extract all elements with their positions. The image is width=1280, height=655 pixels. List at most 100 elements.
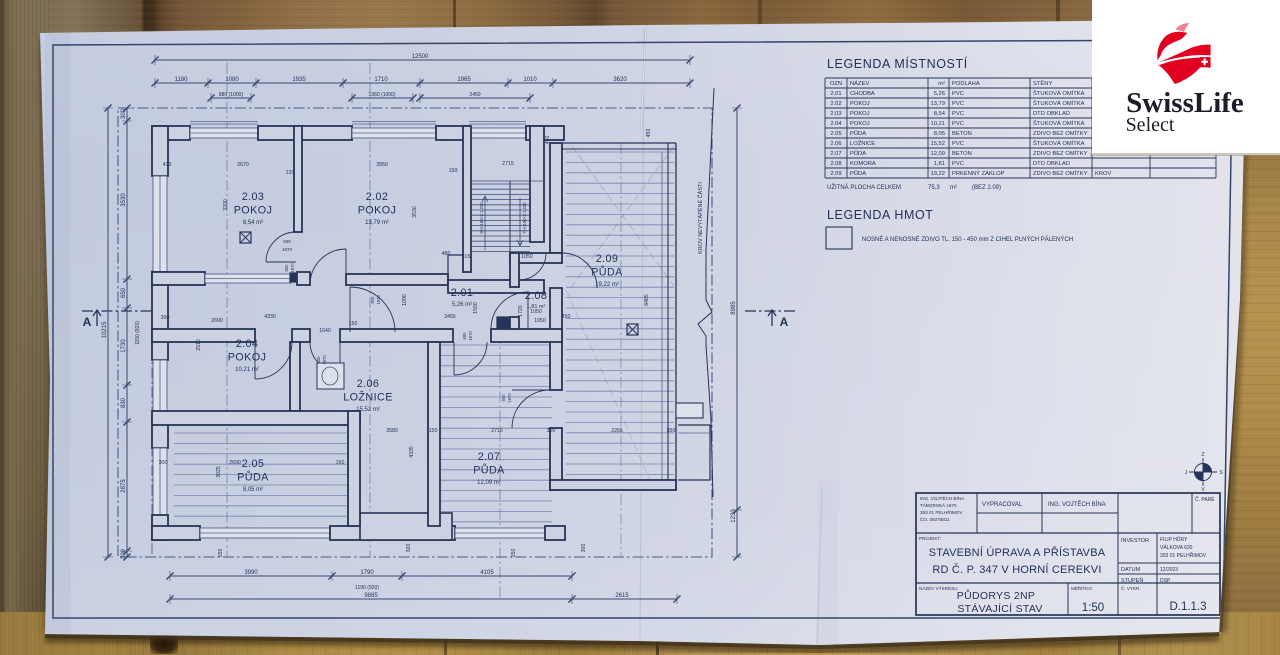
- svg-text:KROV NEVYTÁPĚNÉ ČÁSTI: KROV NEVYTÁPĚNÉ ČÁSTI: [696, 182, 704, 254]
- svg-text:19,22: 19,22: [930, 171, 945, 177]
- svg-text:2875: 2875: [121, 479, 127, 493]
- svg-text:PŮDA: PŮDA: [591, 266, 623, 279]
- svg-text:RD Č. P. 347 V HORNÍ CEREKVI: RD Č. P. 347 V HORNÍ CEREKVI: [932, 563, 1101, 576]
- svg-text:OZN: OZN: [830, 81, 842, 87]
- svg-text:75,3: 75,3: [928, 185, 940, 191]
- svg-text:150: 150: [349, 321, 358, 327]
- svg-text:VÁLKOVA 630: VÁLKOVA 630: [1160, 544, 1193, 551]
- svg-text:Č. PARÉ: Č. PARÉ: [1195, 496, 1215, 503]
- svg-text:915: 915: [462, 254, 471, 260]
- svg-text:J: J: [1185, 470, 1188, 476]
- svg-text:2.01: 2.01: [830, 91, 841, 97]
- svg-text:1970: 1970: [507, 393, 512, 403]
- svg-text:LOŽNICE: LOŽNICE: [343, 391, 393, 404]
- svg-text:A: A: [83, 315, 92, 329]
- svg-text:LEGENDA HMOT: LEGENDA HMOT: [827, 208, 934, 222]
- svg-text:9885: 9885: [364, 593, 378, 599]
- svg-text:2.08: 2.08: [830, 161, 841, 167]
- svg-text:8,54 m²: 8,54 m²: [243, 220, 263, 226]
- svg-text:450: 450: [562, 314, 571, 320]
- svg-text:800: 800: [284, 264, 289, 272]
- svg-text:2.04: 2.04: [830, 121, 842, 127]
- svg-text:10,21 m²: 10,21 m²: [235, 367, 259, 373]
- svg-text:800: 800: [501, 394, 506, 402]
- svg-text:1050: 1050: [530, 309, 542, 315]
- svg-text:FILIP HŮRY: FILIP HŮRY: [1160, 536, 1188, 543]
- svg-text:3580: 3580: [386, 428, 398, 434]
- svg-text:Z: Z: [1201, 452, 1204, 458]
- svg-text:3950: 3950: [376, 162, 388, 168]
- svg-text:1935: 1935: [292, 77, 306, 83]
- svg-text:2.05: 2.05: [242, 458, 265, 470]
- svg-text:1230: 1230: [731, 509, 737, 523]
- svg-text:POKOJ: POKOJ: [228, 352, 267, 364]
- svg-text:1,81 m²: 1,81 m²: [527, 304, 546, 310]
- svg-text:STĚNY: STĚNY: [1033, 79, 1052, 87]
- svg-text:PROJEKT:: PROJEKT:: [919, 536, 941, 541]
- svg-text:PODLAHA: PODLAHA: [952, 81, 980, 87]
- svg-text:PŮDA: PŮDA: [237, 471, 269, 484]
- svg-text:POKOJ: POKOJ: [358, 205, 397, 217]
- svg-text:13,79 m²: 13,79 m²: [365, 220, 389, 226]
- svg-text:2670: 2670: [237, 162, 249, 168]
- svg-text:2.09: 2.09: [596, 253, 619, 265]
- svg-text:830: 830: [121, 397, 127, 408]
- svg-text:2.03: 2.03: [242, 191, 265, 203]
- svg-text:2450: 2450: [469, 92, 480, 98]
- svg-text:1970: 1970: [376, 295, 381, 305]
- svg-text:ČO. 09376811: ČO. 09376811: [920, 516, 950, 522]
- svg-text:1970: 1970: [322, 355, 327, 365]
- svg-text:1:50: 1:50: [1082, 602, 1104, 614]
- svg-text:300: 300: [159, 460, 168, 466]
- svg-text:1970: 1970: [290, 263, 295, 273]
- svg-text:2715: 2715: [502, 161, 514, 167]
- svg-text:600: 600: [283, 239, 291, 244]
- svg-text:(BEZ 2.09): (BEZ 2.09): [972, 185, 1001, 191]
- svg-text:BETON: BETON: [952, 151, 972, 157]
- svg-text:2615: 2615: [615, 593, 629, 599]
- svg-text:1500: 1500: [473, 302, 479, 314]
- svg-text:300: 300: [406, 544, 412, 553]
- svg-text:1050: 1050: [534, 318, 546, 324]
- svg-text:ZDIVO BEZ OMÍTKY: ZDIVO BEZ OMÍTKY: [1033, 170, 1088, 177]
- svg-text:2.01: 2.01: [451, 287, 474, 299]
- svg-text:5,26: 5,26: [934, 91, 945, 97]
- svg-text:300: 300: [121, 548, 127, 559]
- svg-text:PVC: PVC: [952, 121, 964, 127]
- svg-text:NÁZEV VÝKRESU: NÁZEV VÝKRESU: [919, 585, 958, 591]
- svg-text:120: 120: [286, 170, 295, 176]
- svg-text:2690: 2690: [211, 318, 223, 324]
- svg-text:3620: 3620: [613, 77, 627, 83]
- svg-text:ING. VOJTĚCH BÍNA: ING. VOJTĚCH BÍNA: [920, 494, 965, 501]
- svg-text:4335: 4335: [409, 446, 415, 458]
- svg-text:2715: 2715: [491, 428, 503, 434]
- svg-text:2.05: 2.05: [830, 131, 841, 137]
- svg-text:3990: 3990: [244, 570, 258, 576]
- svg-text:8485: 8485: [644, 294, 650, 306]
- svg-text:800: 800: [370, 296, 375, 304]
- svg-text:POKOJ: POKOJ: [850, 121, 870, 127]
- svg-text:1050: 1050: [521, 254, 533, 260]
- svg-text:450: 450: [646, 129, 652, 138]
- svg-text:m²: m²: [938, 81, 945, 87]
- svg-text:800: 800: [462, 332, 467, 340]
- svg-text:2910: 2910: [196, 339, 202, 351]
- svg-text:13,79: 13,79: [930, 101, 945, 107]
- svg-text:1730: 1730: [121, 339, 127, 353]
- svg-text:4330: 4330: [264, 314, 276, 320]
- svg-text:MĚŘÍTKO: MĚŘÍTKO: [1071, 584, 1092, 591]
- svg-text:9×v:180×š:1,230: 9×v:180×š:1,230: [479, 202, 484, 234]
- svg-text:2.07: 2.07: [830, 151, 841, 157]
- svg-text:7+v:180×š:1,230: 7+v:180×š:1,230: [522, 202, 527, 234]
- svg-text:LOŽNICE: LOŽNICE: [850, 139, 875, 147]
- svg-text:ŠTUKOVÁ OMÍTKA: ŠTUKOVÁ OMÍTKA: [1033, 100, 1085, 107]
- svg-text:STAVEBNÍ ÚPRAVA A PŘÍSTAVBA: STAVEBNÍ ÚPRAVA A PŘÍSTAVBA: [929, 546, 1106, 559]
- svg-text:NOSNÉ A NENOSNÉ ZDIVO TL. 150: NOSNÉ A NENOSNÉ ZDIVO TL. 150 - 450 mm Z…: [862, 236, 1073, 243]
- svg-text:DTD OBKLAD: DTD OBKLAD: [1033, 111, 1070, 117]
- svg-text:650: 650: [121, 287, 127, 298]
- svg-text:PŮDA: PŮDA: [473, 464, 505, 477]
- svg-text:VYPRACOVAL: VYPRACOVAL: [982, 502, 1023, 508]
- svg-text:1360 (1000): 1360 (1000): [369, 92, 396, 98]
- svg-text:1,81: 1,81: [934, 161, 945, 167]
- svg-text:1640: 1640: [319, 328, 331, 334]
